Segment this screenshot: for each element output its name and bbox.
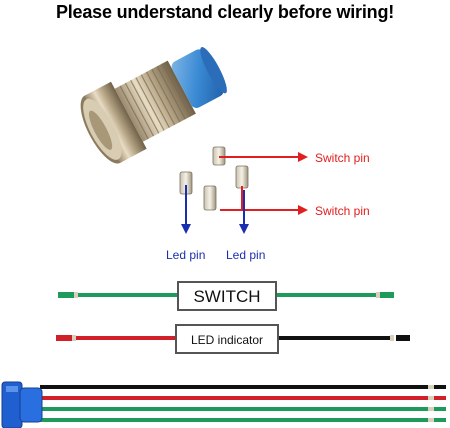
- switch-label-box: [177, 281, 277, 311]
- switch-pin-bottom-shape: [235, 165, 249, 189]
- page-title: Please understand clearly before wiring!: [55, 2, 395, 22]
- led-pin-right-label: Led pin: [226, 248, 265, 262]
- wire-connector: [1, 381, 43, 428]
- switch-pin-bottom-label: Switch pin: [315, 204, 370, 218]
- led-label-box: [175, 324, 279, 354]
- wire-harness: [40, 385, 446, 422]
- push-button-switch: [80, 47, 227, 164]
- led-indicator-label: LED indicator: [191, 333, 263, 347]
- led-pin-left-label: Led pin: [166, 248, 205, 262]
- switch-pin-top-label: Switch pin: [315, 151, 370, 165]
- switch-label: SWITCH: [193, 287, 260, 306]
- led-pin-right-shape: [203, 185, 217, 211]
- led-indicator-wire: [56, 335, 410, 341]
- switch-pin-bottom-arrow: [220, 186, 308, 215]
- switch-wire: [58, 292, 394, 298]
